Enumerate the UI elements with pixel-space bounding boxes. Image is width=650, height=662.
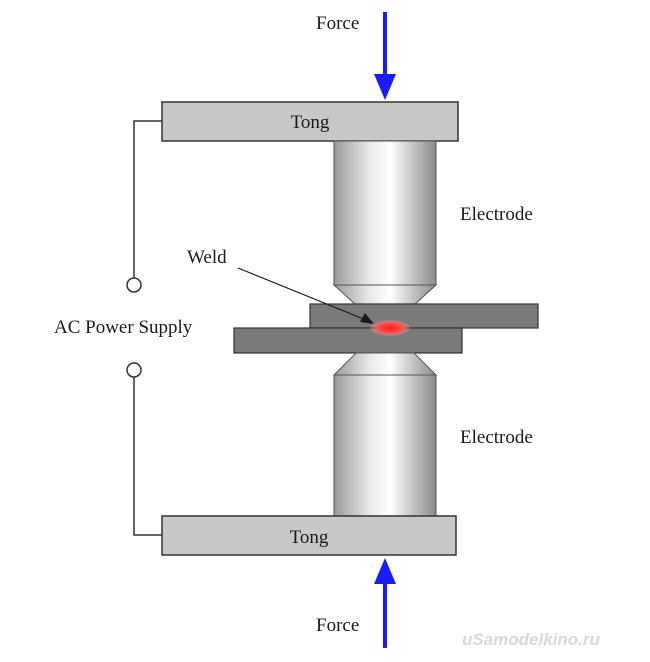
terminal-circle-icon [126, 362, 142, 378]
electrode-top-label: Electrode [460, 204, 533, 225]
electrode-top [332, 140, 438, 306]
tong-bottom [161, 515, 457, 556]
tong-top-label: Tong [291, 112, 330, 133]
weld-pointer [237, 267, 374, 324]
workpiece-plate-upper [309, 303, 539, 329]
down-arrow-icon [374, 74, 396, 100]
watermark: uSamodelkino.ru [462, 630, 601, 649]
up-arrow-icon [374, 558, 396, 584]
tong-top [161, 101, 459, 142]
bottom-force-arrow [374, 558, 396, 648]
top-force-arrow [374, 12, 396, 100]
force-label-bottom: Force [316, 615, 359, 636]
weld-label: Weld [187, 247, 227, 268]
electrode-bottom [332, 352, 438, 517]
electrode-bottom-label: Electrode [460, 427, 533, 448]
terminal-circle-icon [126, 277, 142, 293]
workpiece-plate-lower [233, 327, 463, 354]
tong-bottom-label: Tong [290, 527, 329, 548]
power-supply-label: AC Power Supply [54, 317, 193, 338]
power-supply-wiring [133, 120, 162, 536]
force-label-top: Force [316, 13, 359, 34]
weld-spot [370, 320, 410, 336]
